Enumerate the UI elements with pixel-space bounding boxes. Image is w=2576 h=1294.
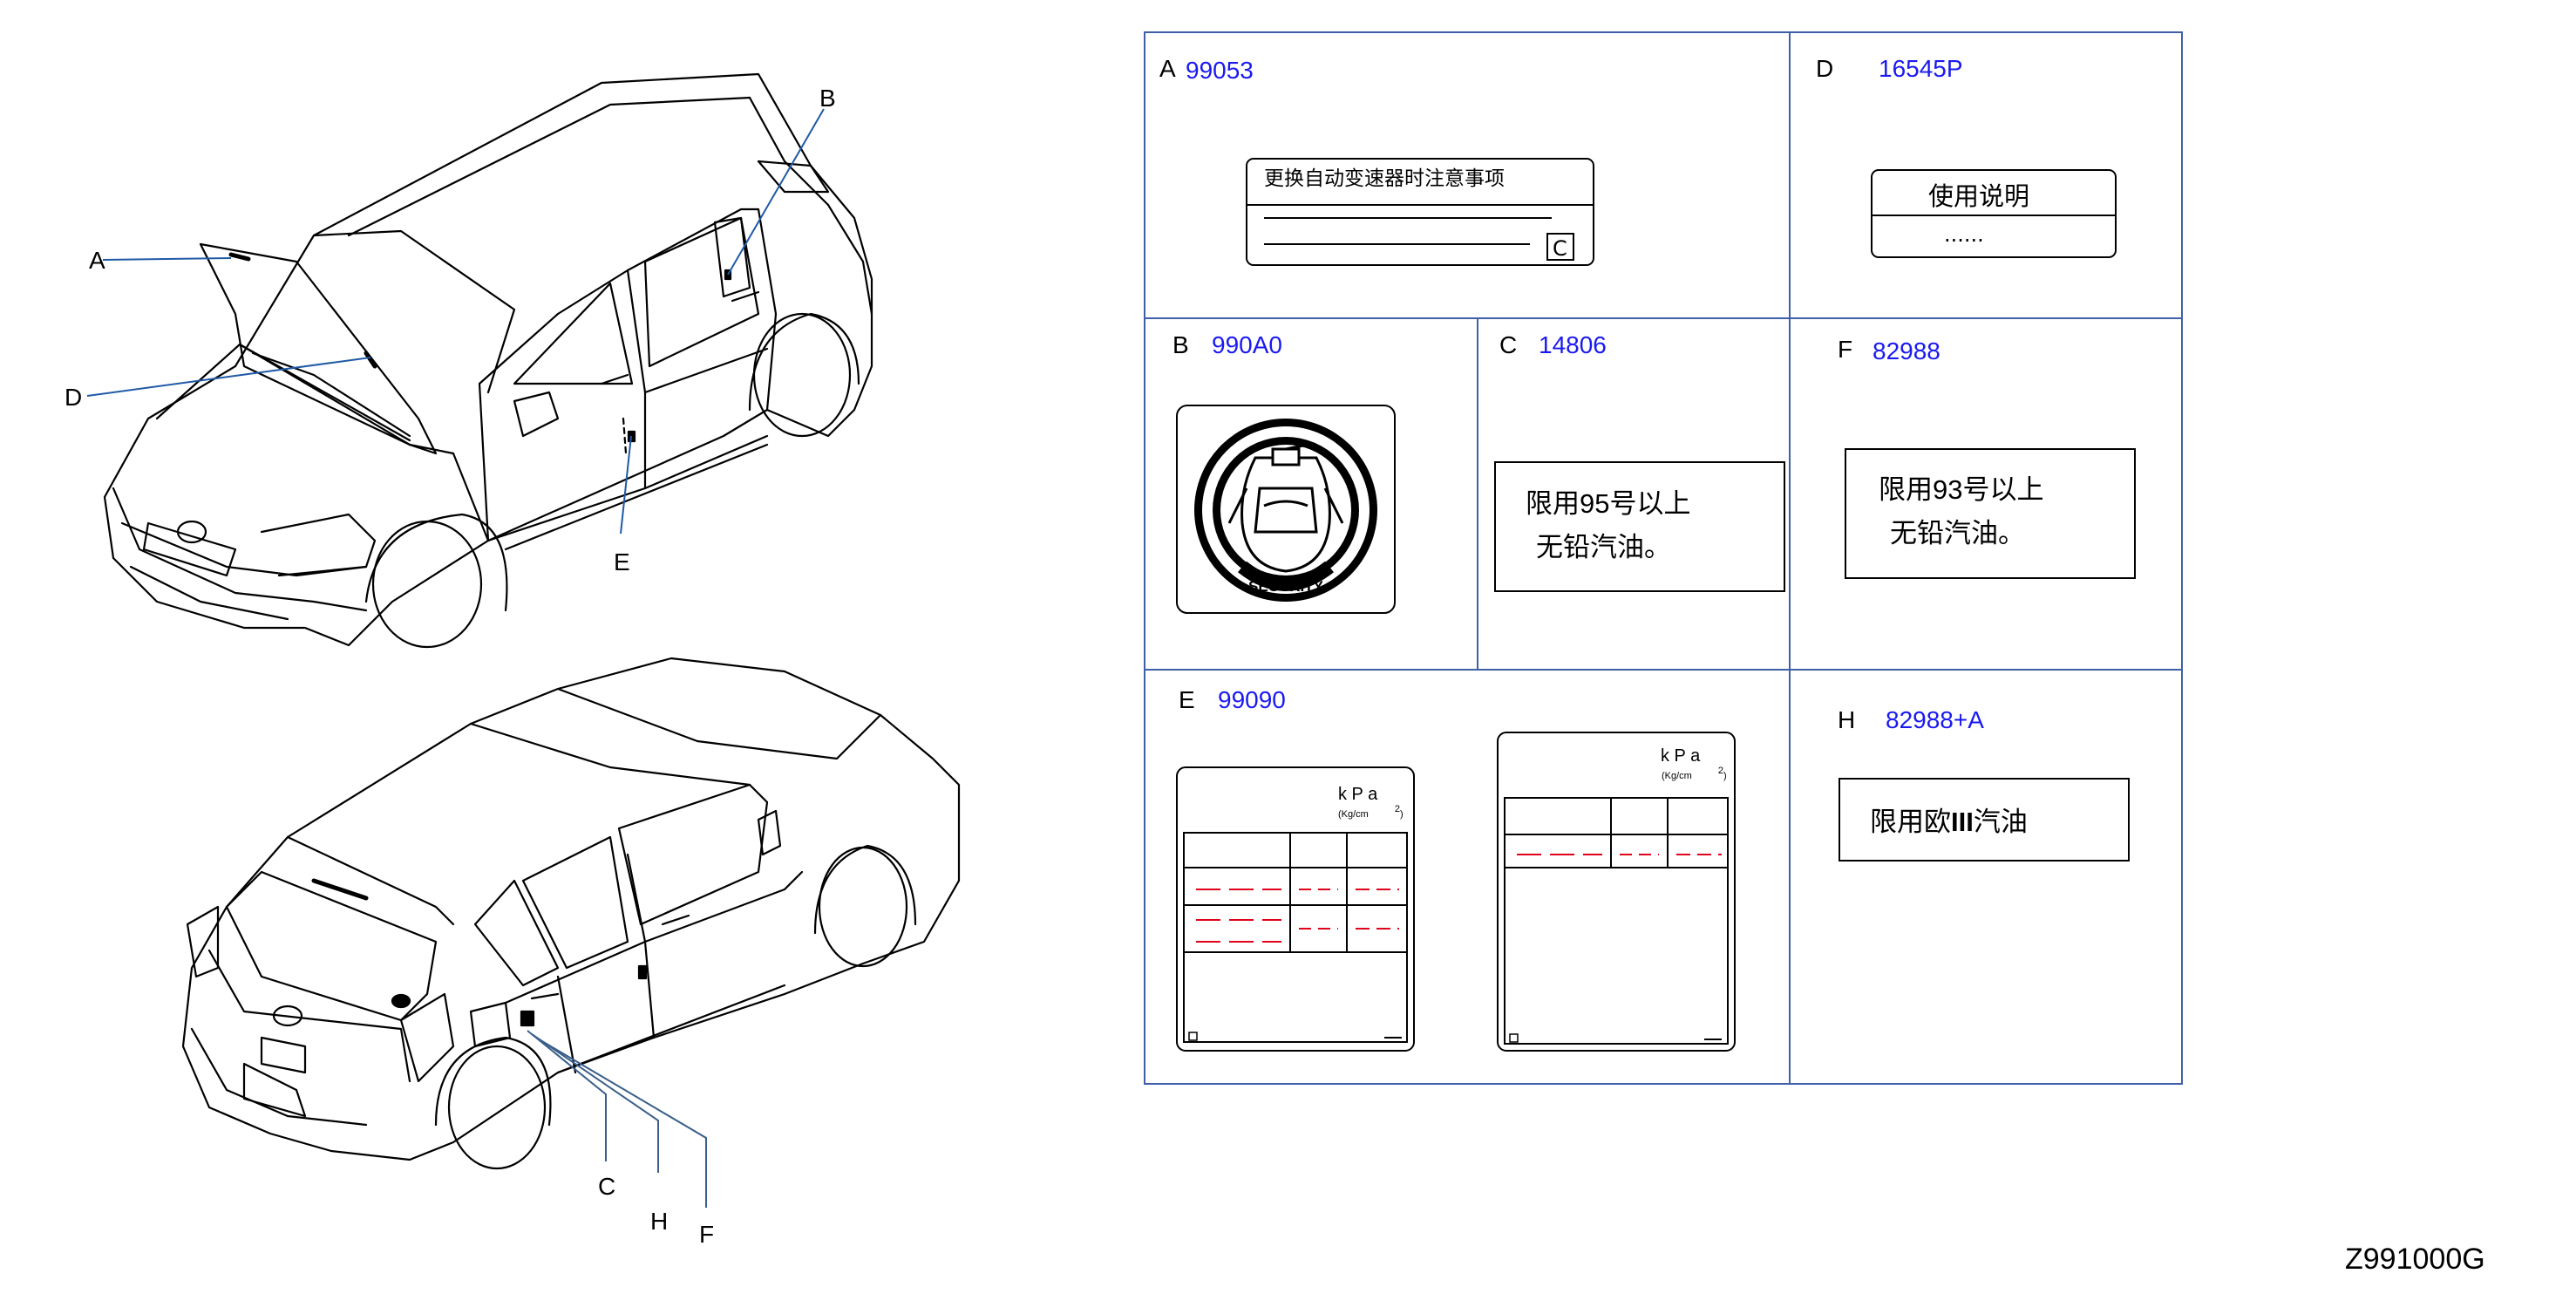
panel-h-label <box>1839 778 2130 862</box>
callout-b: B <box>819 85 836 112</box>
callout-a: A <box>89 247 105 274</box>
panel-a-box-letter: C <box>1553 236 1567 261</box>
panel-f-line2: 无铅汽油。 <box>1890 518 2025 549</box>
panel-f-line1-pre: 限用 <box>1879 474 1933 506</box>
panel-d-label-body: ...... <box>1944 222 1984 247</box>
front-car-illustration <box>103 72 873 649</box>
panel-a-part-number: 99053 <box>1186 57 1254 84</box>
panel-f-label <box>1845 448 2136 579</box>
label-grid <box>1144 31 2183 1085</box>
panel-d: D 16545P 使用说明 ...... <box>1816 55 2117 258</box>
panel-b: B 990A0 SECURITY <box>1172 331 1396 614</box>
diagram-code: Z991000G <box>2345 1243 2485 1276</box>
panel-a-label-title: 更换自动变速器时注意事项 <box>1264 167 1505 190</box>
panel-b-part-number: 990A0 <box>1212 331 1282 358</box>
panel-a: A 99053 更换自动变速器时注意事项 C <box>1159 55 1594 266</box>
front-car-leaders <box>86 108 825 535</box>
panel-d-part-number: 16545P <box>1879 55 1963 82</box>
panel-c-line1: 限用95号以上 <box>1526 488 1690 520</box>
panel-h: H 82988+A 限用欧III汽油 <box>1838 706 2130 862</box>
panel-c-line1-pre: 限用 <box>1526 488 1580 520</box>
panel-d-label <box>1871 169 2117 258</box>
panel-f-line1-num: 93 <box>1933 474 1962 505</box>
panel-a-label <box>1246 158 1594 266</box>
panel-f-line1: 限用93号以上 <box>1879 474 2043 506</box>
rear-car-illustration <box>181 657 961 1170</box>
panel-h-letter: H <box>1838 706 1855 733</box>
security-emblem-text: SECURITY <box>1248 578 1324 595</box>
panel-f-line1-post: 号以上 <box>1962 474 2043 506</box>
panel-h-line1-pre: 限用欧 <box>1870 807 1951 838</box>
panel-h-line1: 限用欧III汽油 <box>1870 807 2028 838</box>
tire-placard-left-kpa: k P a <box>1338 785 1378 804</box>
panel-f-letter: F <box>1838 336 1852 363</box>
panel-b-letter: B <box>1172 331 1189 358</box>
panel-a-letter: A <box>1159 55 1176 82</box>
panel-c-line1-post: 号以上 <box>1609 488 1690 520</box>
callout-d: D <box>65 384 82 411</box>
panel-h-line1-num: III <box>1951 807 1974 837</box>
panel-c-line2: 无铅汽油。 <box>1536 532 1671 563</box>
panel-c-letter: C <box>1499 331 1517 358</box>
callout-f: F <box>699 1221 714 1248</box>
panel-h-part-number: 82988+A <box>1886 706 1984 733</box>
panel-f-part-number: 82988 <box>1873 337 1940 364</box>
callout-c: C <box>598 1173 615 1200</box>
rear-car-leaders <box>527 1030 707 1208</box>
tire-placard-right-kpa: k P a <box>1661 746 1701 766</box>
security-emblem: SECURITY <box>1194 419 1377 602</box>
panel-d-label-title: 使用说明 <box>1928 181 2029 211</box>
panel-c-part-number: 14806 <box>1539 331 1607 358</box>
panel-e-part-number: 99090 <box>1218 686 1286 713</box>
panel-f: F 82988 限用93号以上 无铅汽油。 <box>1838 336 2136 579</box>
panel-c-line1-num: 95 <box>1580 488 1609 519</box>
callout-e: E <box>614 548 630 575</box>
panel-e-letter: E <box>1179 686 1195 713</box>
panel-c-label <box>1494 461 1785 592</box>
panel-h-line1-post: 汽油 <box>1974 807 2028 838</box>
panel-d-letter: D <box>1816 55 1833 82</box>
panel-c: C 14806 限用95号以上 无铅汽油。 <box>1494 331 1785 592</box>
callout-h: H <box>650 1208 668 1235</box>
